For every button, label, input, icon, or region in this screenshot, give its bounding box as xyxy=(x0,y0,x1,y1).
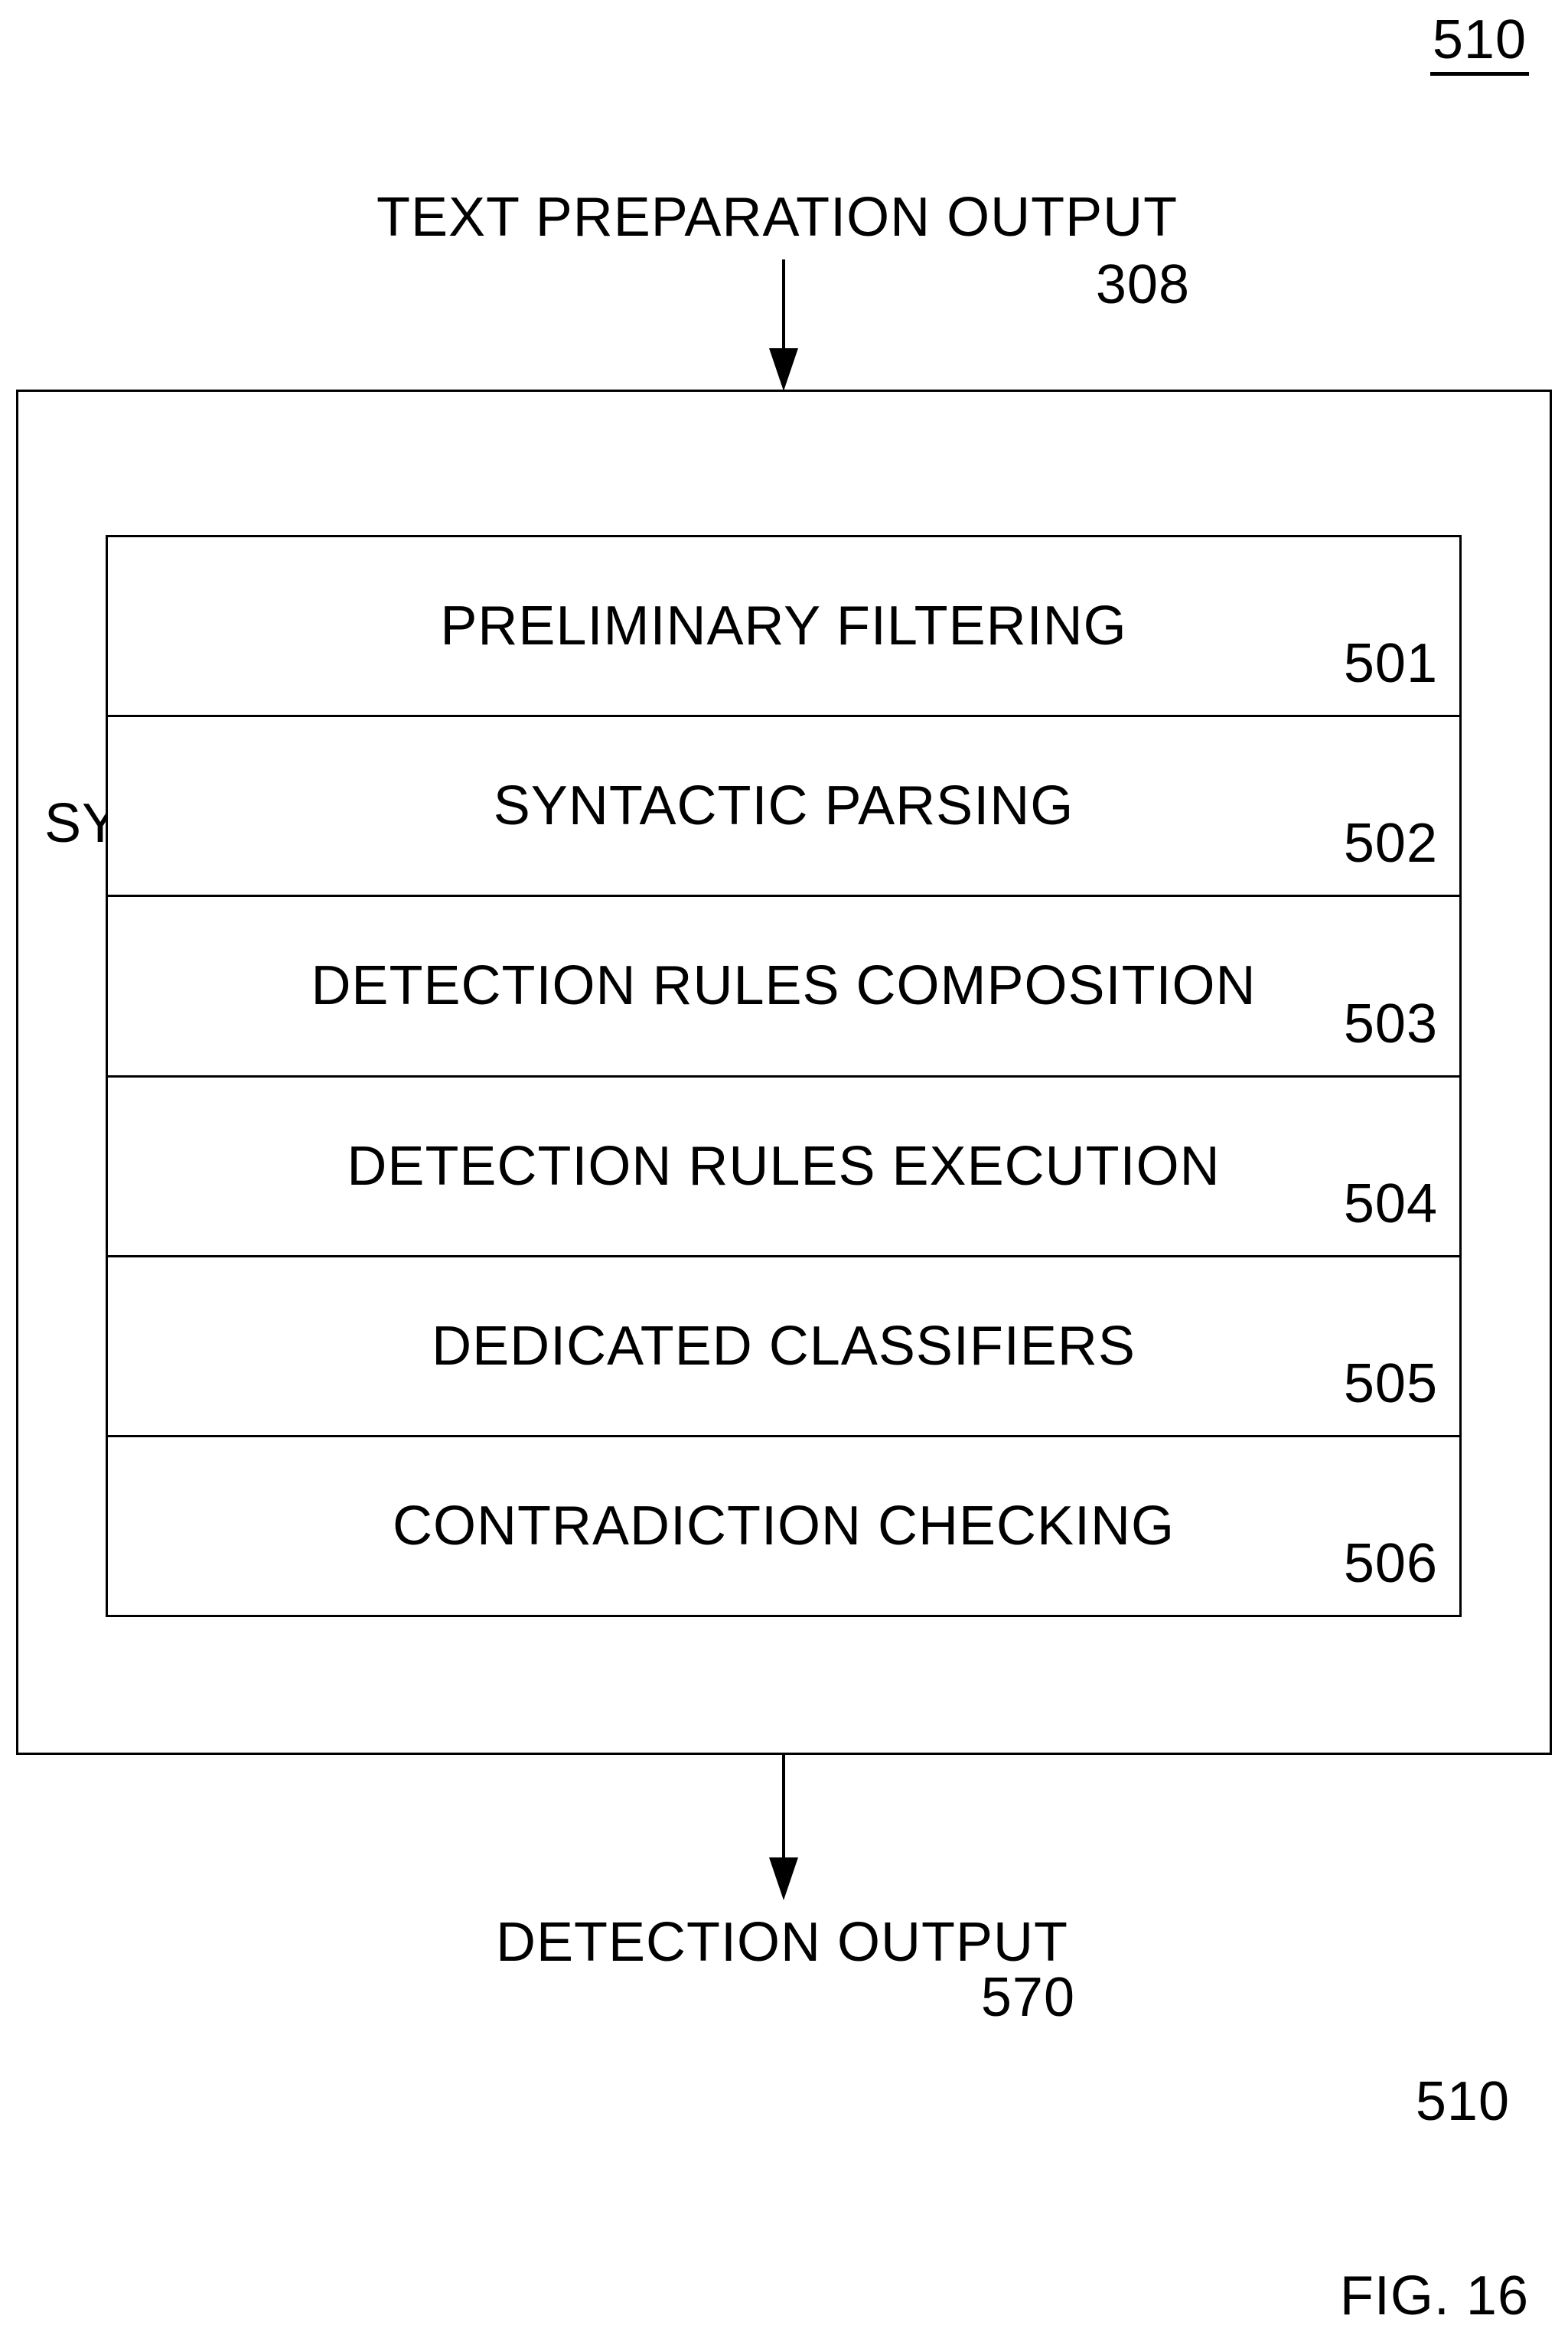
input-reference-number: 308 xyxy=(1095,254,1190,315)
step-reference-number: 501 xyxy=(1343,633,1438,695)
arrow-down-icon xyxy=(769,348,798,391)
step-row-detection-rules-execution: DETECTION RULES EXECUTION 504 xyxy=(108,1075,1459,1255)
output-arrow-line xyxy=(782,1754,785,1859)
output-label: DETECTION OUTPUT xyxy=(496,1912,1068,1973)
step-reference-number: 506 xyxy=(1343,1533,1438,1595)
step-row-dedicated-classifiers: DEDICATED CLASSIFIERS 505 xyxy=(108,1254,1459,1435)
step-label: DEDICATED CLASSIFIERS xyxy=(432,1315,1136,1377)
step-row-preliminary-filtering: PRELIMINARY FILTERING 501 xyxy=(108,537,1459,715)
step-label: PRELIMINARY FILTERING xyxy=(440,595,1127,657)
input-label: TEXT PREPARATION OUTPUT xyxy=(377,187,1178,248)
container-reference-number: 510 xyxy=(1415,2071,1510,2132)
output-reference-number: 570 xyxy=(980,1967,1075,2028)
step-row-syntactic-parsing: SYNTACTIC PARSING 502 xyxy=(108,715,1459,895)
step-row-detection-rules-composition: DETECTION RULES COMPOSITION 503 xyxy=(108,895,1459,1075)
step-label: CONTRADICTION CHECKING xyxy=(392,1495,1175,1557)
step-reference-number: 505 xyxy=(1343,1352,1438,1414)
step-row-contradiction-checking: CONTRADICTION CHECKING 506 xyxy=(108,1434,1459,1615)
step-label: DETECTION RULES EXECUTION xyxy=(347,1135,1221,1197)
input-arrow-line xyxy=(782,259,785,350)
figure-caption: FIG. 16 xyxy=(1339,2265,1529,2327)
step-reference-number: 502 xyxy=(1343,813,1438,875)
page-reference-number: 510 xyxy=(1429,12,1529,76)
step-label: DETECTION RULES COMPOSITION xyxy=(311,955,1257,1017)
arrow-down-icon xyxy=(769,1857,798,1900)
step-label: SYNTACTIC PARSING xyxy=(493,775,1074,837)
processing-steps-stack: PRELIMINARY FILTERING 501 SYNTACTIC PARS… xyxy=(106,535,1462,1617)
step-reference-number: 504 xyxy=(1343,1172,1438,1234)
step-reference-number: 503 xyxy=(1343,993,1438,1055)
